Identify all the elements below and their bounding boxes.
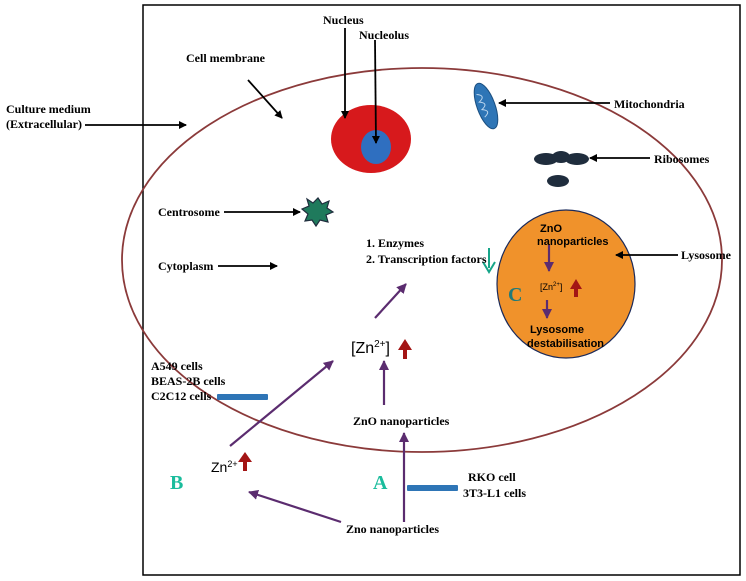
zn-b-label: Zn2+ (211, 459, 238, 475)
pathway-b-uptake-arrow (229, 360, 334, 447)
nucleolus-arrow (371, 39, 380, 144)
lysosome-label: Lysosome (681, 248, 732, 262)
pathway-arrows (229, 245, 554, 524)
rko-label: RKO cell (468, 470, 516, 484)
cytoplasm-label: Cytoplasm (158, 259, 213, 273)
ribosomes-shape (534, 151, 589, 187)
label-pointers (85, 28, 678, 270)
nucleolus-shape (361, 130, 391, 164)
centrosome-shape (300, 197, 335, 228)
cell-membrane-arrow (247, 79, 283, 119)
pathway-c-letter: C (508, 284, 522, 306)
cell-membrane-outline (121, 67, 723, 453)
lyso-zn-increase-arrow (570, 279, 582, 297)
decrease-arrow (482, 248, 496, 274)
lysosome-shape (496, 209, 636, 359)
diagram-frame (142, 4, 741, 576)
lyso-zn-label: [Zn2+] (540, 282, 562, 292)
mitochondria-shape (473, 82, 499, 130)
lyso-destab-label: Lysosome (530, 324, 584, 336)
transcription-factors-label: 2. Transcription factors (366, 252, 487, 266)
ribosomes-label: Ribosomes (654, 152, 710, 166)
zno-inside-label: ZnO nanoparticles (353, 414, 450, 428)
beas2b-label: BEAS-2B cells (151, 374, 226, 388)
cells-a-bar (407, 485, 458, 491)
zn-to-enzymes-arrow (374, 283, 407, 319)
intracellular-zn-label: [Zn2+] (351, 339, 390, 357)
increase-arrows (238, 279, 582, 471)
zn-increase-arrow (398, 339, 412, 359)
nucleus-label: Nucleus (323, 13, 364, 27)
lyso-zno-label: ZnO (540, 223, 562, 235)
pathway-b-letter: B (170, 472, 183, 494)
lyso-destabilisation-label: destabilisation (527, 338, 604, 350)
mitochondria-label: Mitochondria (614, 97, 685, 111)
nucleolus-label: Nucleolus (359, 28, 409, 42)
cells-b-bar (217, 394, 268, 400)
3t3-label: 3T3-L1 cells (463, 486, 526, 500)
zn-b-increase-arrow (238, 452, 252, 471)
pathway-b-dissolution-arrow (248, 490, 342, 524)
zno-outside-label: Zno nanoparticles (346, 522, 439, 536)
enzymes-label: 1. Enzymes (366, 236, 424, 250)
cell-membrane-label: Cell membrane (186, 51, 266, 65)
centrosome-label: Centrosome (158, 205, 220, 219)
extracellular-label: (Extracellular) (6, 117, 82, 131)
c2c12-label: C2C12 cells (151, 389, 212, 403)
pathway-a-letter: A (373, 472, 388, 494)
culture-medium-label: Culture medium (6, 102, 91, 116)
lyso-nanoparticles-label: nanoparticles (537, 236, 609, 248)
a549-label: A549 cells (151, 359, 203, 373)
